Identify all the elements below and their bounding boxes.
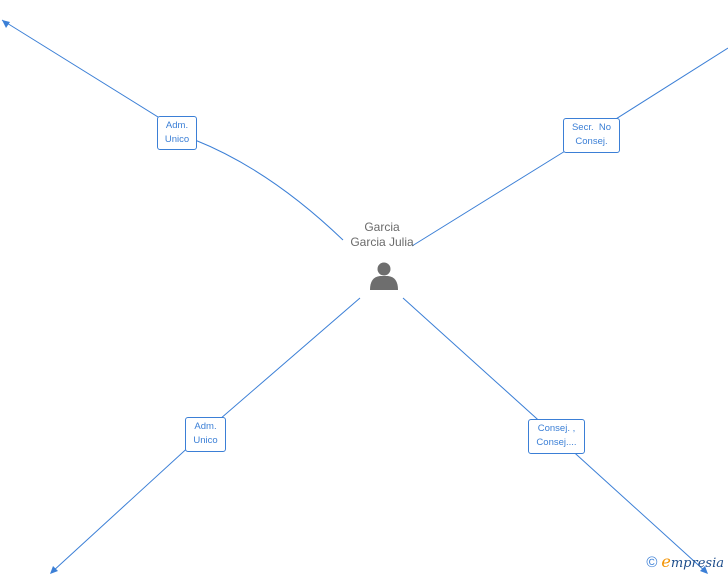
role-label-line2: Unico <box>193 435 218 446</box>
center-person-line1: Garcia <box>364 220 400 234</box>
role-label-line1: Secr. No <box>571 122 612 133</box>
edge-top-left <box>1 19 344 241</box>
center-person-name[interactable]: Garcia Garcia Julia <box>332 220 432 250</box>
role-label-line1: Consej. , <box>537 423 576 434</box>
brand-rest: mpresia <box>670 556 724 571</box>
empresia-logo[interactable]: empresia <box>661 553 724 573</box>
center-person-line2: Garcia Julia <box>350 235 414 249</box>
role-label-line2: Consej. <box>575 136 608 147</box>
role-label-line1: Adm. <box>194 421 217 432</box>
role-label-line2: Unico <box>164 134 190 145</box>
role-label-line1: Adm. <box>165 120 189 131</box>
copyright-icon: © <box>646 554 658 571</box>
person-icon[interactable] <box>369 260 399 290</box>
role-label-line2: Consej.... <box>536 437 577 448</box>
role-box-top-right[interactable]: Secr. No Consej. <box>563 118 620 153</box>
role-box-bottom-right[interactable]: Consej. , Consej.... <box>528 419 585 454</box>
brand-initial: e <box>661 552 671 571</box>
role-box-bottom-left[interactable]: Adm. Unico <box>185 417 226 452</box>
footer-brand: © empresia <box>646 553 724 573</box>
arrow-bottom-right <box>700 566 708 574</box>
arrow-bottom-left <box>50 566 58 574</box>
arrow-top-left <box>2 20 10 28</box>
role-box-top-left[interactable]: Adm. Unico <box>157 116 197 150</box>
